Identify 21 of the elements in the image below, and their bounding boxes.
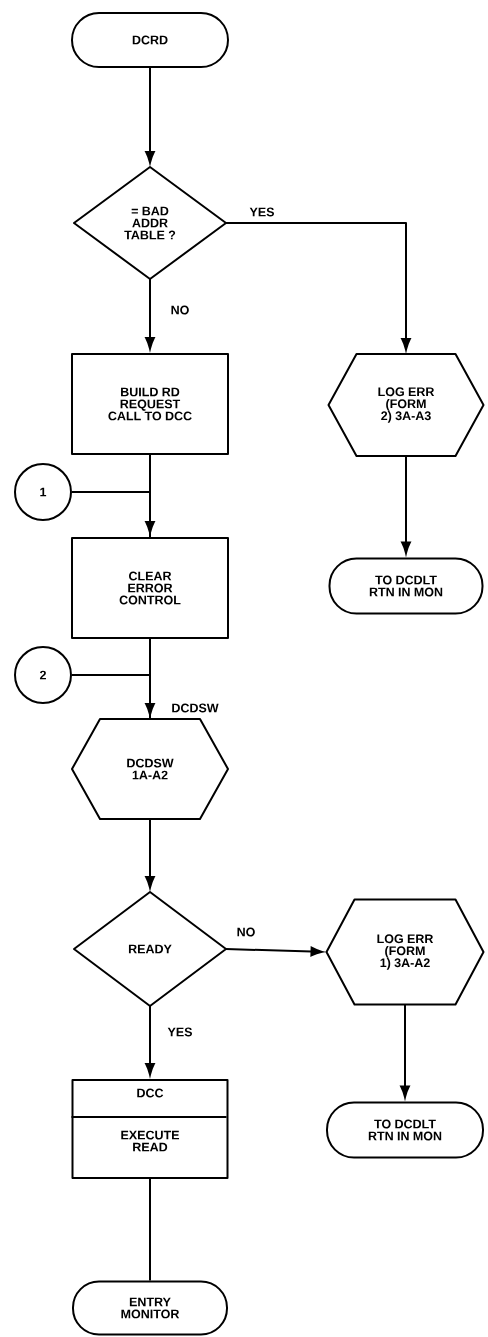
arrow [145,1005,155,1076]
arrow [400,1003,410,1099]
arrow [71,491,155,534]
side-label: DCDSW [172,703,219,713]
hexagon-box: LOG ERR (FORM 2) 3A-A3 [327,353,485,457]
edge-label: NO [235,926,257,938]
process-box: DCC EXECUTE READ [70,1079,229,1179]
arrow [145,278,155,350]
edge-label: YES [166,1026,194,1038]
process-box: BUILD RD REQUEST CALL TO DCC [71,353,229,455]
hexagon-box: LOG ERR (FORM 1) 3A-A2 [325,898,485,1006]
edge-label: NO [169,304,191,316]
process-box: CLEAR ERROR CONTROL [71,537,229,639]
arrow [225,222,411,351]
arrow [145,67,155,164]
hexagon-box: DCDSW 1A-A2 [71,718,229,820]
arrow [71,674,155,716]
edge-label: YES [248,206,276,218]
arrow [401,455,411,555]
arrow [145,818,155,889]
arrow [225,946,324,957]
